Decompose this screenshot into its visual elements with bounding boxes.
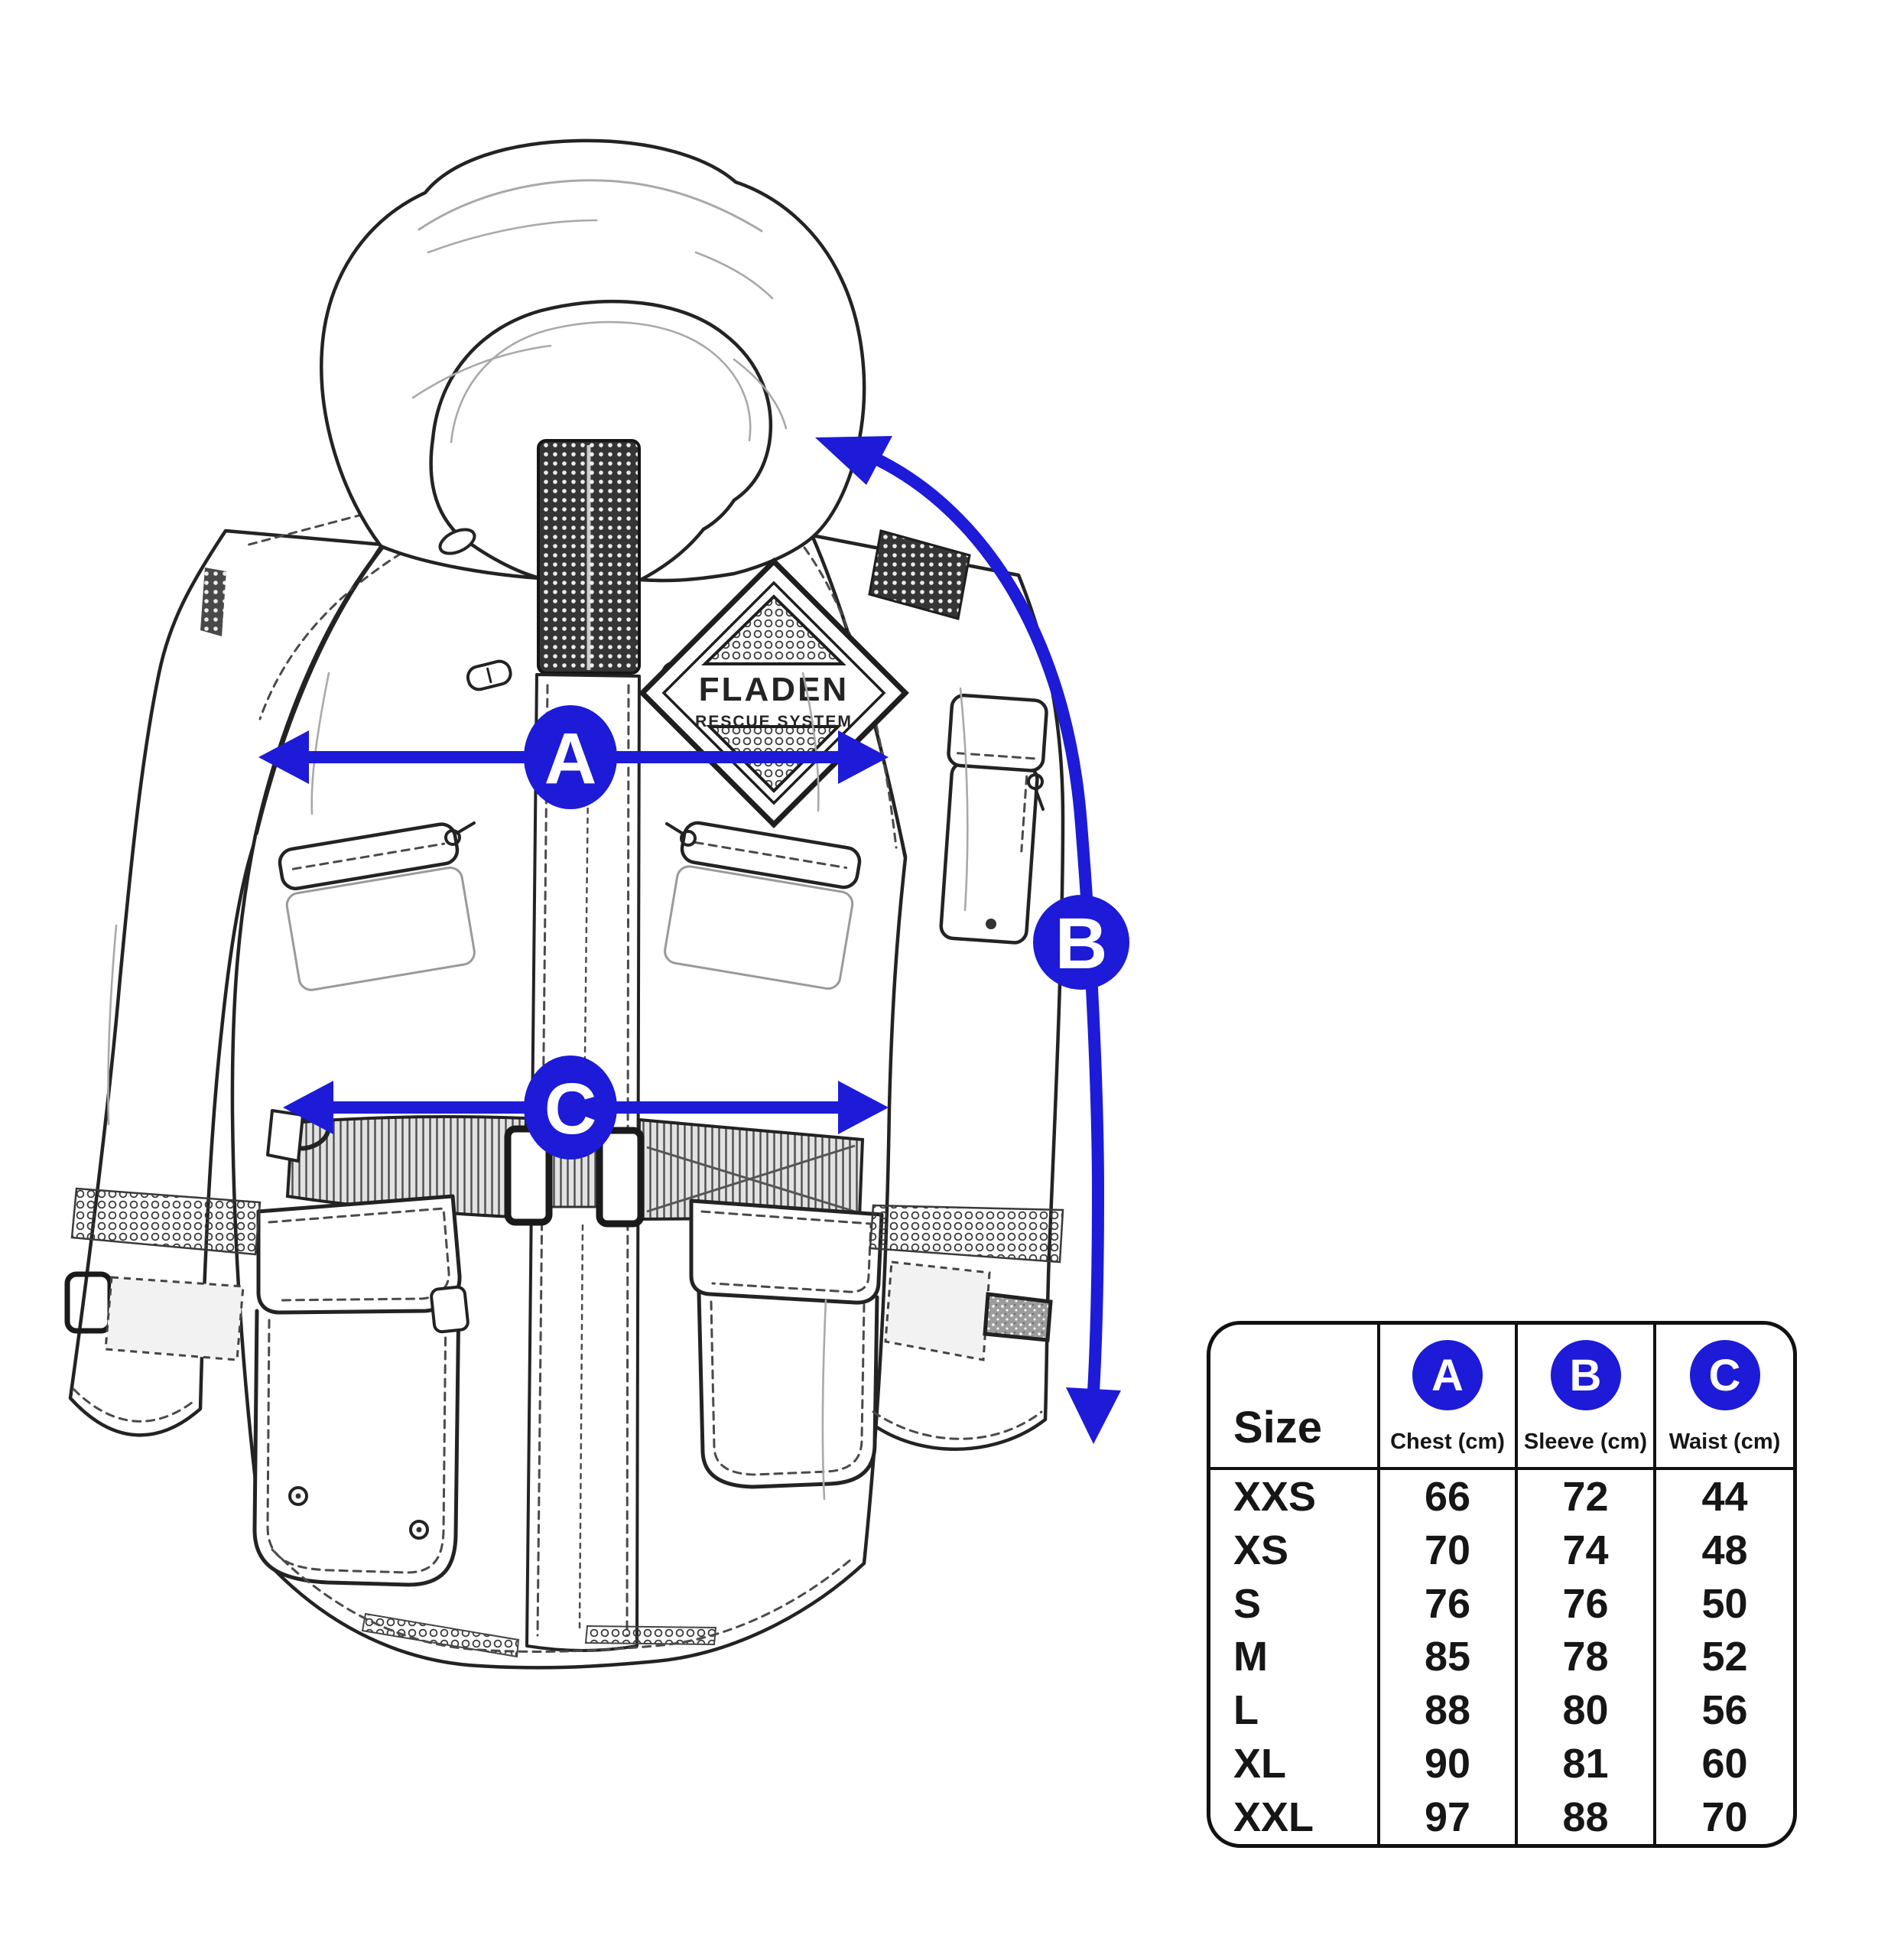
marker-b-letter: B xyxy=(1055,903,1108,984)
cargo-pocket-right xyxy=(689,1199,884,1489)
reflective-chest-strip xyxy=(537,439,641,675)
row-xxs-size: XXS xyxy=(1210,1470,1380,1524)
row-m-sleeve: 78 xyxy=(1518,1630,1656,1684)
shoulder-patch xyxy=(868,529,971,620)
shoulder-patch-left xyxy=(200,568,226,636)
row-xxl-size: XXL xyxy=(1210,1790,1380,1844)
size-table-col-chest: A Chest (cm) xyxy=(1380,1325,1518,1470)
jacket-hood xyxy=(320,138,866,583)
row-s-sleeve: 76 xyxy=(1518,1576,1656,1631)
row-xs-sleeve: 74 xyxy=(1518,1523,1656,1577)
size-table-corner-label: Size xyxy=(1210,1325,1380,1470)
row-xxs-waist: 44 xyxy=(1701,1473,1748,1520)
row-s-waist: 50 xyxy=(1701,1580,1748,1627)
row-xxs-sleeve: 72 xyxy=(1518,1470,1656,1524)
chest-pocket-right xyxy=(664,821,862,990)
row-l-chest: 88 xyxy=(1380,1683,1518,1738)
row-m-chest: 85 xyxy=(1380,1630,1518,1684)
marker-a-letter: A xyxy=(544,718,597,799)
row-xs-size: XS xyxy=(1210,1523,1380,1577)
row-xl-chest: 90 xyxy=(1380,1737,1518,1791)
sleeve-col-label: Sleeve (cm) xyxy=(1523,1429,1648,1454)
row-xl-size: XL xyxy=(1210,1737,1380,1791)
row-xxl-waist: 70 xyxy=(1701,1794,1748,1841)
marker-b: B xyxy=(1033,895,1129,990)
row-xxl-sleeve: 88 xyxy=(1518,1790,1656,1844)
row-xxl-chest: 97 xyxy=(1380,1790,1518,1844)
row-xl-waist: 60 xyxy=(1701,1741,1748,1787)
size-table-col-waist: C Waist (cm) xyxy=(1656,1325,1793,1470)
row-xs-chest: 70 xyxy=(1380,1523,1518,1577)
row-xxs-chest: 66 xyxy=(1380,1470,1518,1524)
row-l-size: L xyxy=(1210,1683,1380,1738)
size-table: Size A Chest (cm) B Sleeve (cm) C Waist … xyxy=(1207,1321,1797,1848)
row-xl-sleeve: 81 xyxy=(1518,1737,1656,1791)
waist-badge: C xyxy=(1689,1340,1760,1410)
row-l-waist: 56 xyxy=(1701,1687,1748,1734)
row-s-chest: 76 xyxy=(1380,1576,1518,1631)
reflective-bands xyxy=(70,1187,1064,1264)
row-l-sleeve: 80 xyxy=(1518,1683,1656,1738)
badge-line2: RESCUE SYSTEM xyxy=(695,713,853,730)
row-s-size: S xyxy=(1210,1576,1380,1631)
sleeve-badge: B xyxy=(1550,1340,1621,1410)
waist-belt xyxy=(266,1109,865,1228)
chest-pocket-left xyxy=(278,821,476,991)
marker-a: A xyxy=(524,705,617,809)
chest-badge: A xyxy=(1412,1340,1483,1410)
row-xs-waist: 48 xyxy=(1701,1527,1748,1573)
cargo-pocket-left xyxy=(252,1194,470,1587)
marker-c: C xyxy=(524,1055,617,1160)
cuff-straps xyxy=(64,1260,1053,1440)
chest-col-label: Chest (cm) xyxy=(1390,1429,1505,1454)
size-table-col-sleeve: B Sleeve (cm) xyxy=(1518,1325,1656,1470)
hem-mesh xyxy=(271,1548,853,1658)
row-m-waist: 52 xyxy=(1701,1634,1748,1680)
row-m-size: M xyxy=(1210,1630,1380,1684)
marker-c-letter: C xyxy=(544,1068,597,1150)
waist-col-label: Waist (cm) xyxy=(1668,1429,1781,1454)
badge-line1: FLADEN xyxy=(699,671,849,708)
